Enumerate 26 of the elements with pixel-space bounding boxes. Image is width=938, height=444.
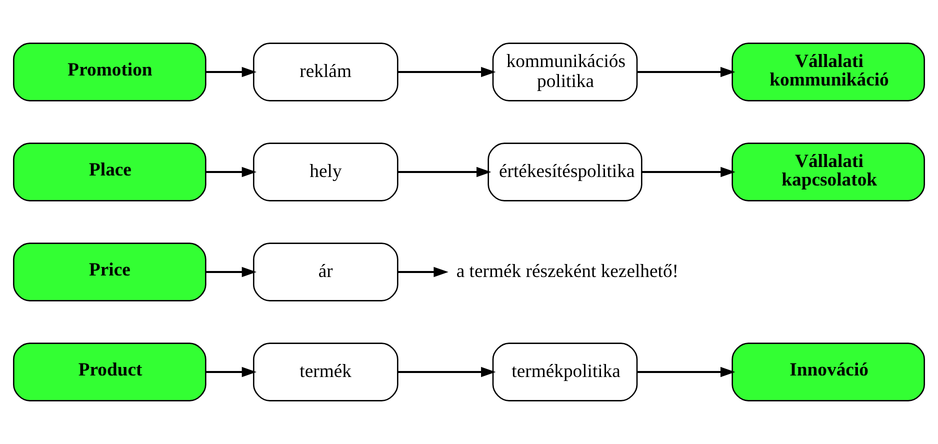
node-box: Innováció	[732, 342, 925, 402]
arrow	[642, 166, 736, 178]
node-box: kommunikációs politika	[492, 42, 638, 102]
node-box: reklám	[253, 42, 398, 102]
arrow	[206, 366, 257, 378]
node-box: értékesítéspolitika	[488, 142, 642, 202]
arrow	[637, 66, 736, 78]
arrow	[637, 366, 736, 378]
node-box: Vállalati kommunikáció	[732, 42, 925, 102]
arrow	[398, 166, 492, 178]
node-box: Vállalati kapcsolatok	[732, 142, 925, 202]
arrow	[398, 266, 448, 278]
node-box: Product	[13, 342, 206, 402]
arrow	[398, 66, 496, 78]
node-box: Price	[13, 242, 206, 302]
arrow	[398, 366, 496, 378]
node-box: hely	[253, 142, 398, 202]
node-box: Place	[13, 142, 206, 202]
node-box: termékpolitika	[492, 342, 638, 402]
node-box: ár	[253, 242, 398, 302]
arrow	[206, 166, 257, 178]
node-box: Promotion	[13, 42, 206, 102]
arrow	[206, 266, 257, 278]
node-box: termék	[253, 342, 398, 402]
node-text: a termék részeként kezelhető!	[456, 260, 679, 282]
arrow	[206, 66, 257, 78]
